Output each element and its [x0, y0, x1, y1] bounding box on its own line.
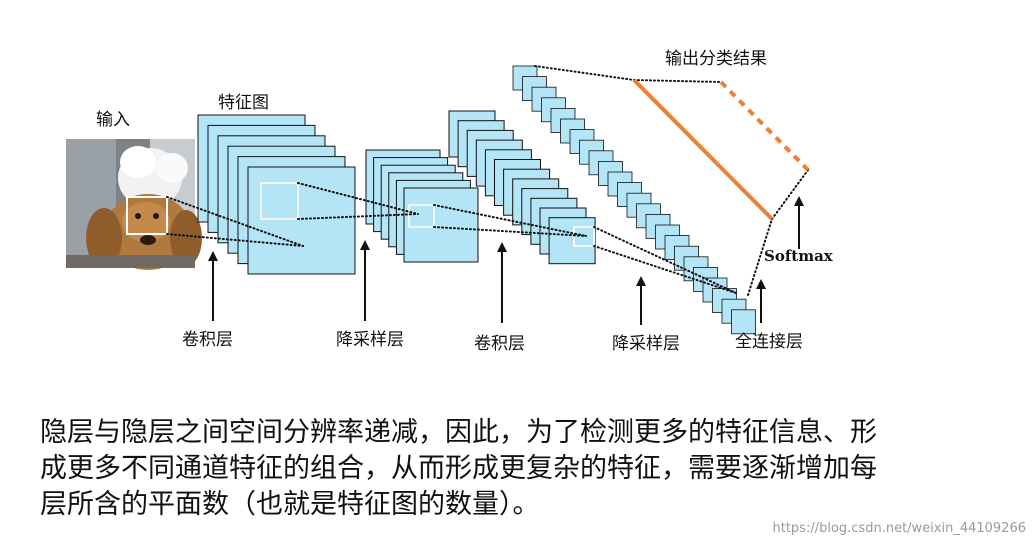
- arrow-head: [497, 242, 507, 252]
- dotted-connection: [166, 233, 304, 247]
- input-image: [66, 139, 202, 270]
- output-line-solid: [632, 78, 774, 221]
- conv1-label: 卷积层: [182, 330, 233, 350]
- caption-text: 隐层与隐层之间空间分辨率递减，因此，为了检测更多的特征信息、形成更多不同通道特征…: [40, 417, 877, 520]
- pool2-stack: [512, 65, 756, 335]
- pool1-receptive-field: [408, 204, 435, 228]
- dotted-connection: [297, 182, 419, 215]
- softmax-label: Softmax: [764, 247, 834, 265]
- output-label: 输出分类结果: [665, 49, 767, 69]
- conv2-receptive-field: [573, 226, 595, 247]
- conv2-stack: [448, 110, 596, 265]
- layer-arrows: [208, 196, 804, 325]
- conv1-receptive-field: [260, 182, 299, 220]
- fc-label: 全连接层: [735, 332, 803, 352]
- pool1-stack-map: [403, 187, 479, 263]
- dotted-connection: [534, 65, 635, 81]
- pool2-label: 降采样层: [612, 334, 680, 354]
- dotted-connection: [433, 204, 587, 237]
- conv1-stack: [197, 114, 356, 275]
- arrow-head: [794, 196, 804, 206]
- output-line-dashed: [719, 80, 810, 172]
- input-label: 输入: [96, 110, 130, 130]
- dotted-connection: [166, 196, 304, 247]
- connection-lines: [166, 65, 809, 296]
- arrow-head: [636, 276, 646, 286]
- dotted-connection: [593, 245, 737, 294]
- conv2-label: 卷积层: [474, 334, 525, 354]
- arrow-head: [360, 240, 370, 250]
- dotted-connection: [747, 218, 773, 296]
- arrow-head: [756, 279, 766, 289]
- feature-map-label: 特征图: [218, 93, 269, 113]
- dotted-connection: [433, 226, 587, 237]
- dotted-connection: [771, 169, 809, 220]
- dotted-connection: [633, 79, 722, 83]
- arrow-head: [208, 251, 218, 261]
- pool1-label: 降采样层: [336, 330, 404, 350]
- input-receptive-field: [126, 196, 168, 235]
- watermark: https://blog.csdn.net/weixin_44109266: [772, 521, 1026, 536]
- dotted-connection: [297, 213, 419, 220]
- conv2-stack-map: [548, 217, 596, 265]
- pool2-stack-map: [731, 309, 756, 335]
- feature-map-stacks: [197, 65, 756, 335]
